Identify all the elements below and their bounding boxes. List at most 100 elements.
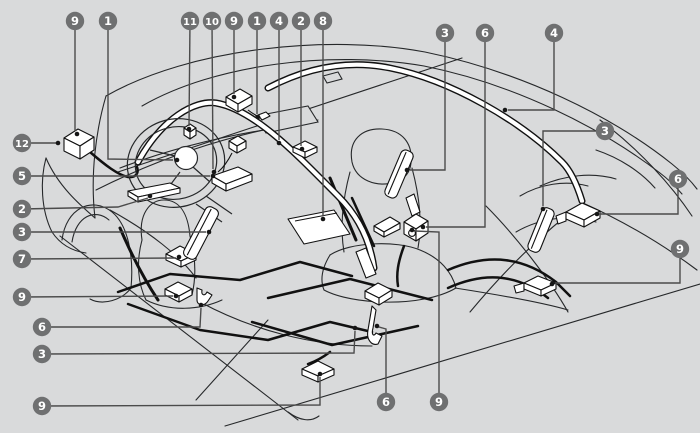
floor-srs-panel [287, 209, 351, 245]
callout-badge [435, 23, 455, 43]
component-dot [276, 140, 282, 146]
component-dot [186, 126, 192, 132]
leader-line [41, 330, 356, 355]
leader-line [41, 377, 321, 407]
center-floor-sensor [301, 360, 335, 383]
leader-line [426, 33, 486, 228]
callout-number: 9 [18, 290, 26, 304]
callout-number: 3 [38, 347, 46, 361]
callout-badge [544, 23, 564, 43]
component-dot [317, 371, 323, 377]
callout-number: 6 [674, 172, 682, 186]
leader-line [42, 307, 202, 328]
callout-5: 5 [12, 166, 216, 186]
component-dot [206, 229, 212, 235]
rear-right-sensor [555, 202, 601, 228]
leader-line [414, 230, 440, 402]
callout-number: 3 [441, 26, 449, 40]
callout-12: 12 [12, 133, 61, 153]
rear-sill-sensor [513, 275, 557, 297]
callout-number: 12 [15, 139, 29, 150]
callout-6: 6 [594, 169, 688, 217]
callout-3: 3 [540, 121, 615, 212]
car-outline [41, 43, 700, 427]
callout-badge [291, 11, 311, 31]
callout-badge [670, 239, 690, 259]
curtain-airbags [134, 61, 586, 272]
rear-buckle-tensioner [355, 247, 393, 345]
component-dot [55, 140, 61, 146]
callout-3: 3 [12, 222, 212, 242]
callout-number: 4 [275, 14, 283, 28]
callout-number: 7 [18, 252, 26, 266]
leader-line [555, 249, 681, 284]
component-dot [299, 146, 305, 152]
callout-3: 3 [32, 325, 358, 364]
callout-1: 1 [247, 11, 267, 120]
callout-badge [247, 11, 267, 31]
callout-9: 9 [32, 371, 323, 416]
component-dot [255, 114, 261, 120]
callout-badge [180, 11, 200, 31]
callout-badge [12, 166, 32, 186]
callout-11: 11 [180, 11, 200, 132]
component-dot [404, 167, 410, 173]
srs-control-unit [211, 166, 253, 192]
left-sill-sensor [164, 281, 193, 303]
callout-badge [12, 199, 32, 219]
callout-3: 3 [404, 23, 455, 173]
callout-badge [12, 133, 32, 153]
callout-number: 9 [71, 14, 79, 28]
cable-reel-unit [183, 123, 197, 140]
rear-side-airbag [527, 207, 555, 253]
callout-badge [313, 11, 333, 31]
callout-badge [65, 11, 85, 31]
srs-components [63, 88, 601, 383]
component-dot [420, 224, 426, 230]
callout-7: 7 [12, 249, 182, 269]
leader-line [378, 326, 387, 402]
component-dot [210, 173, 216, 179]
leader-line [410, 33, 446, 171]
front-impact-sensor [63, 128, 95, 160]
leader-line [188, 20, 191, 127]
callout-badge [12, 287, 32, 307]
callout-badge [376, 392, 396, 412]
steering-wheel [126, 118, 233, 223]
component-dot [409, 227, 415, 233]
component-dot [173, 293, 179, 299]
callout-number: 11 [183, 17, 197, 28]
callout-number: 6 [481, 26, 489, 40]
callout-badge [429, 392, 449, 412]
passenger-buckle-tensioner [373, 193, 429, 242]
callout-9: 9 [65, 11, 85, 137]
driver-side-airbag [183, 206, 219, 260]
callout-9: 9 [12, 287, 179, 307]
component-dot [174, 157, 180, 163]
callout-number: 2 [297, 14, 305, 28]
callout-6: 6 [420, 23, 495, 230]
callout-badge [595, 121, 615, 141]
callout-number: 8 [319, 14, 327, 28]
leader-line [21, 295, 174, 298]
component-dot [320, 216, 326, 222]
callout-number: 1 [253, 14, 261, 28]
callout-8: 8 [313, 11, 333, 222]
component-dot [549, 281, 555, 287]
callout-9: 9 [549, 239, 690, 287]
callout-number: 1 [104, 14, 112, 28]
component-dot [147, 193, 153, 199]
callout-number: 10 [205, 17, 219, 28]
leader-line [600, 179, 679, 215]
component-dot [352, 325, 358, 331]
callout-number: 2 [18, 202, 26, 216]
leader-line [21, 197, 149, 210]
callout-number: 6 [382, 395, 390, 409]
callout-number: 4 [550, 26, 558, 40]
callout-badge [98, 11, 118, 31]
callout-9: 9 [224, 11, 244, 100]
leader-line [542, 130, 605, 206]
